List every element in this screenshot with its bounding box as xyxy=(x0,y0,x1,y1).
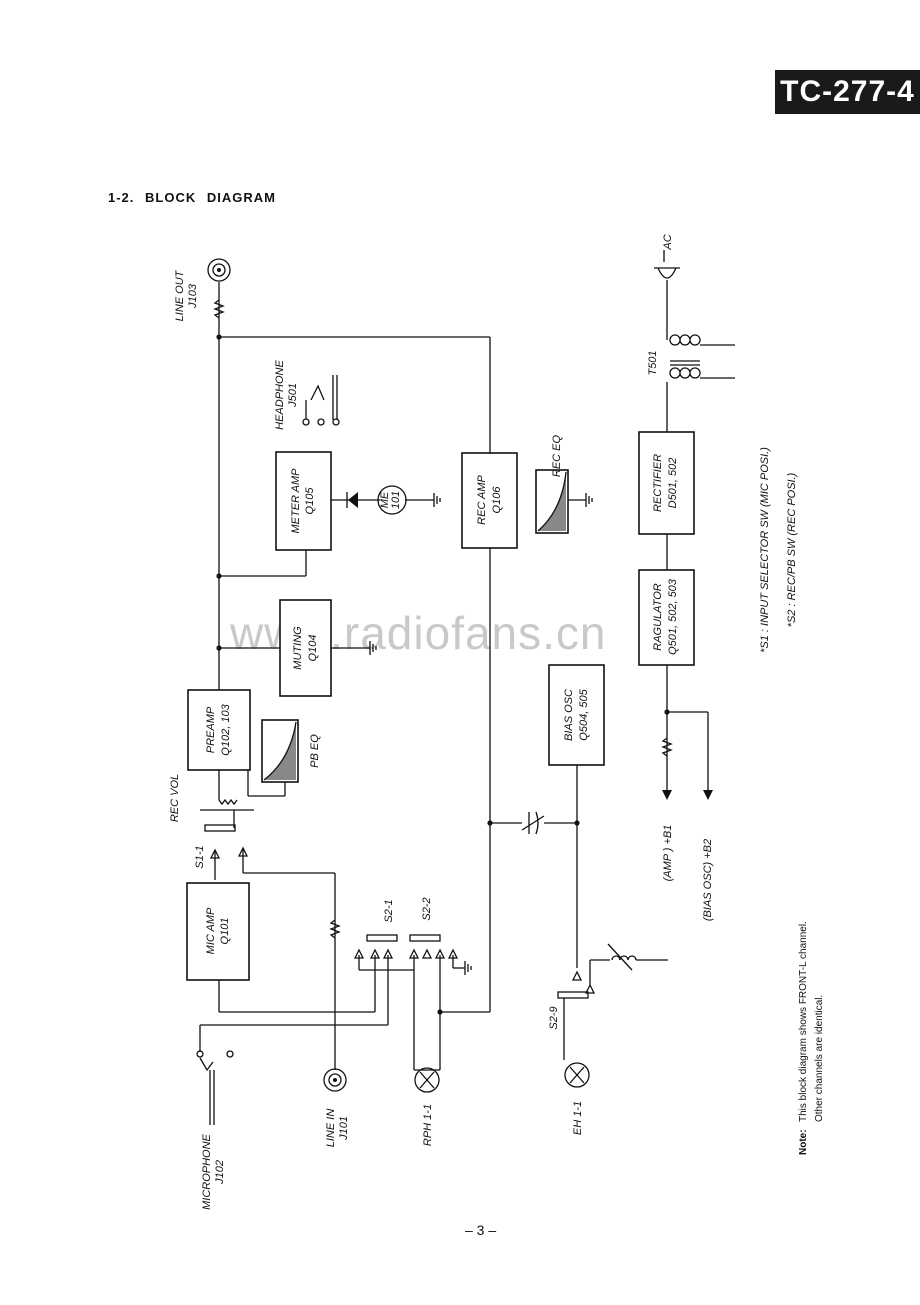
s2-2-label: S2-2 xyxy=(421,897,433,920)
note-line2: Other channels are identical. xyxy=(814,995,825,1122)
transformer-symbol xyxy=(669,334,701,379)
model-badge: TC-277-4 xyxy=(775,70,920,114)
block-meter-amp: METER AMP Q105 xyxy=(275,451,332,551)
ac-label: AC xyxy=(662,234,674,250)
svg-text:Q106: Q106 xyxy=(491,486,503,514)
s1-1-label: S1-1 xyxy=(194,845,206,868)
svg-text:RAGULATOR: RAGULATOR xyxy=(652,583,664,650)
section-title: 1-2. BLOCK DIAGRAM xyxy=(108,190,276,205)
svg-text:MIC AMP: MIC AMP xyxy=(205,907,217,954)
line-in-label: LINE IN xyxy=(325,1109,337,1148)
headphone-label: HEADPHONE xyxy=(274,360,286,430)
svg-text:BIAS OSC: BIAS OSC xyxy=(563,689,575,741)
note-line1: This block diagram shows FRONT-L channel… xyxy=(798,921,809,1122)
legend-s2: *S2 : REC/PB SW (REC POSI.) xyxy=(786,472,798,627)
svg-text:METER AMP: METER AMP xyxy=(290,468,302,534)
block-rec-amp: REC AMP Q106 xyxy=(461,452,518,549)
line-in-part: J101 xyxy=(338,1116,350,1141)
note-label: Note: xyxy=(798,1129,809,1155)
svg-text:ME: ME xyxy=(379,491,391,508)
s2-9-label: S2-9 xyxy=(548,1006,560,1029)
s2-1-label: S2-1 xyxy=(383,899,395,922)
svg-text:D501, 502: D501, 502 xyxy=(667,458,679,509)
legend-s1: *S1 : INPUT SELECTOR SW (MIC POSI.) xyxy=(759,447,771,653)
bias-capacitor xyxy=(521,811,545,835)
svg-text:RECTIFIER: RECTIFIER xyxy=(652,454,664,512)
block-bias-osc: BIAS OSC Q504, 505 xyxy=(548,664,605,766)
record-head xyxy=(414,1067,440,1093)
block-mic-amp: MIC AMP Q101 xyxy=(186,882,250,981)
meter-symbol: ME 101 xyxy=(377,485,407,515)
bias-coil xyxy=(607,943,637,971)
line-out-jack xyxy=(207,258,231,282)
block-regulator: RAGULATOR Q501, 502, 503 xyxy=(638,569,695,666)
t501-label: T501 xyxy=(647,350,659,375)
headphone-jack xyxy=(302,375,340,426)
svg-text:PB EQ: PB EQ xyxy=(309,734,321,768)
block-rec-eq: REC EQ xyxy=(535,434,569,534)
svg-text:Q501, 502, 503: Q501, 502, 503 xyxy=(667,578,679,655)
svg-text:MUTING: MUTING xyxy=(292,626,304,670)
svg-text:Q105: Q105 xyxy=(304,487,316,515)
block-muting: MUTING Q104 xyxy=(279,599,332,697)
rec-vol-label: REC VOL xyxy=(169,774,181,822)
line-out-label: LINE OUT xyxy=(174,269,186,321)
wiring xyxy=(199,280,735,1071)
b2-label: (BIAS OSC) +B2 xyxy=(702,839,714,921)
block-rectifier: RECTIFIER D501, 502 xyxy=(638,431,695,535)
rph-label: RPH 1-1 xyxy=(422,1104,434,1146)
microphone-label: MICROPHONE xyxy=(201,1133,213,1209)
svg-text:REC EQ: REC EQ xyxy=(551,434,563,477)
erase-head xyxy=(564,1062,590,1088)
microphone-part: J102 xyxy=(214,1160,226,1185)
ac-plug xyxy=(654,250,680,279)
svg-text:Q504, 505: Q504, 505 xyxy=(578,688,590,740)
svg-text:Q104: Q104 xyxy=(307,635,319,662)
block-preamp: PREAMP Q102, 103 xyxy=(187,689,251,771)
headphone-part: J501 xyxy=(287,383,299,408)
svg-text:Q101: Q101 xyxy=(219,918,231,945)
b1-label: (AMP ) +B1 xyxy=(662,825,674,882)
power-arrows xyxy=(662,790,713,800)
legend: *S1 : INPUT SELECTOR SW (MIC POSI.) *S2 … xyxy=(759,447,798,653)
eh-label: EH 1-1 xyxy=(572,1101,584,1135)
svg-text:101: 101 xyxy=(390,491,402,509)
diode-symbol xyxy=(346,492,358,508)
junctions xyxy=(216,334,670,1015)
microphone-jack xyxy=(196,1050,234,1125)
svg-text:Q102, 103: Q102, 103 xyxy=(220,703,232,755)
component-labels: LINE OUT J103 HEADPHONE J501 REC VOL S1-… xyxy=(169,234,714,1210)
resistors xyxy=(213,299,673,939)
ground-symbols xyxy=(369,493,593,975)
line-in-jack xyxy=(323,1068,347,1092)
svg-text:PREAMP: PREAMP xyxy=(205,706,217,753)
line-out-part: J103 xyxy=(187,283,199,309)
svg-text:REC AMP: REC AMP xyxy=(476,474,488,524)
note-block: Note: This block diagram shows FRONT-L c… xyxy=(798,921,825,1155)
switch-contacts xyxy=(204,824,596,999)
page-number: – 3 – xyxy=(465,1222,497,1238)
block-pb-eq: PB EQ xyxy=(261,719,321,783)
